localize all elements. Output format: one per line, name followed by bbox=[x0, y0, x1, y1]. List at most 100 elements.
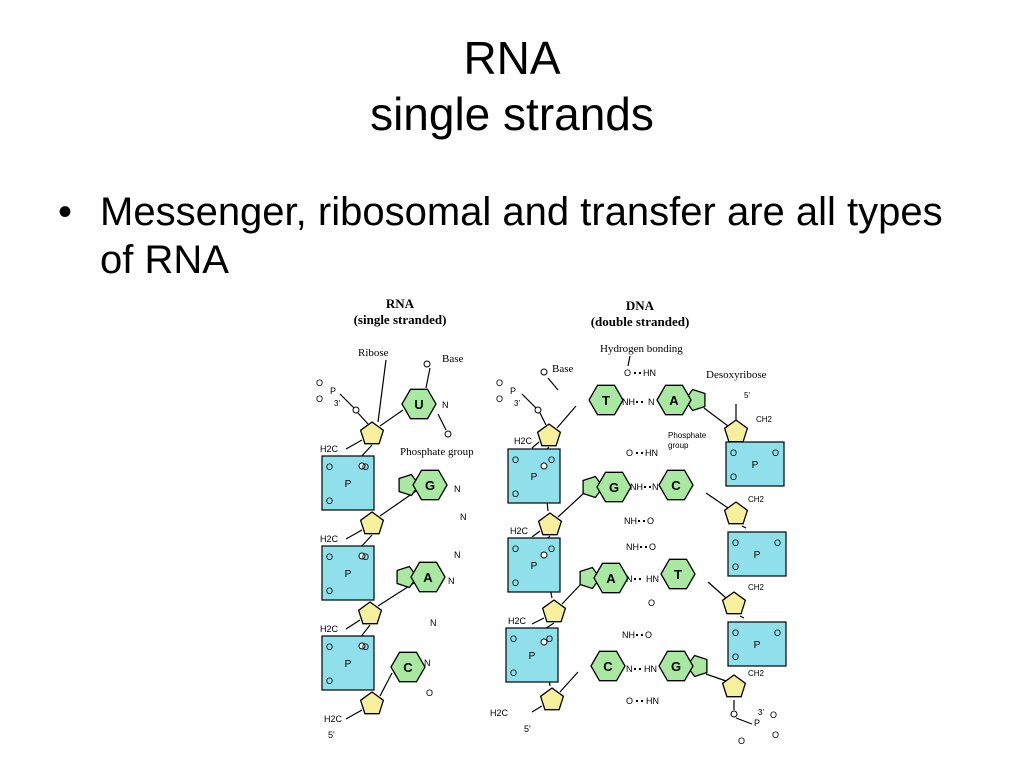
h2c-label: H2C bbox=[508, 616, 527, 626]
sugar-pentagon bbox=[536, 423, 562, 447]
nitrogen-symbol: N bbox=[460, 512, 467, 522]
bond-line bbox=[735, 717, 753, 725]
bond-line bbox=[437, 413, 447, 431]
bond-line bbox=[559, 671, 579, 693]
ch2-label: CH2 bbox=[748, 583, 765, 592]
bond-line bbox=[345, 619, 361, 630]
hn-label: HN bbox=[646, 574, 659, 584]
nitrogen-symbol: N bbox=[648, 397, 655, 407]
base-pentagon bbox=[396, 565, 418, 589]
oxygen-symbol: O bbox=[772, 448, 779, 458]
oxygen-symbol: O bbox=[326, 676, 333, 686]
oxygen-symbol: O bbox=[362, 552, 369, 562]
base-letter: T bbox=[674, 567, 682, 582]
oxygen-symbol: O bbox=[774, 538, 781, 548]
oxygen-symbol: O bbox=[732, 562, 739, 572]
h2c-label: H2C bbox=[320, 624, 339, 634]
oxygen-symbol: O bbox=[774, 628, 781, 638]
base-pentagon bbox=[684, 388, 706, 412]
oxygen-symbol: O bbox=[645, 630, 652, 640]
phosphorus-symbol: P bbox=[754, 718, 760, 728]
bond-line bbox=[539, 412, 547, 426]
five-prime-label: 5' bbox=[328, 730, 335, 740]
phosphate-box bbox=[727, 531, 787, 577]
phosphorus-symbol: P bbox=[752, 460, 759, 471]
phosphorus-symbol: P bbox=[529, 651, 536, 662]
bond-line bbox=[627, 355, 631, 367]
rna-heading: RNA bbox=[386, 296, 415, 311]
sugar-pentagon bbox=[359, 421, 385, 445]
bond-line bbox=[531, 441, 540, 449]
oxygen-symbol: O bbox=[316, 394, 323, 404]
five-prime-label: 5' bbox=[524, 724, 531, 734]
h2c-label: H2C bbox=[324, 714, 343, 724]
bond-line bbox=[425, 367, 431, 389]
base-hexagon bbox=[588, 384, 624, 416]
phosphate-box bbox=[505, 627, 559, 683]
bond-line bbox=[547, 377, 559, 391]
rna-subheading: (single stranded) bbox=[354, 312, 447, 327]
oxygen-atom bbox=[540, 368, 548, 376]
phosphorus-symbol: P bbox=[345, 479, 352, 490]
bond-line bbox=[339, 393, 355, 409]
bond-line bbox=[703, 407, 729, 427]
phosphorus-symbol: P bbox=[510, 386, 516, 396]
bond-line bbox=[521, 393, 537, 409]
h2c-label: H2C bbox=[490, 708, 509, 718]
phosphate-box bbox=[507, 448, 561, 504]
bond-line bbox=[705, 492, 729, 509]
oxygen-symbol: O bbox=[326, 586, 333, 596]
nitrogen-symbol: N bbox=[448, 576, 455, 586]
oxygen-symbol: O bbox=[362, 642, 369, 652]
oxygen-symbol: O bbox=[326, 552, 333, 562]
oxygen-atom bbox=[423, 360, 431, 368]
sugar-pentagon bbox=[539, 687, 565, 711]
base-hexagon bbox=[658, 650, 694, 682]
base-hexagon bbox=[410, 561, 446, 593]
nitrogen-symbol: N bbox=[626, 574, 633, 584]
base-hexagon bbox=[660, 558, 696, 590]
oxygen-symbol: O bbox=[326, 642, 333, 652]
oxygen-atom bbox=[358, 552, 366, 560]
oxygen-atom bbox=[352, 406, 360, 414]
base-letter: A bbox=[423, 570, 433, 585]
oxygen-atom bbox=[540, 551, 548, 559]
sugar-pentagon bbox=[721, 674, 747, 698]
oxygen-atom bbox=[534, 406, 542, 414]
base-hexagon bbox=[401, 388, 437, 420]
oxygen-symbol: O bbox=[732, 628, 739, 638]
nitrogen-symbol: N bbox=[454, 550, 461, 560]
oxygen-symbol: O bbox=[512, 489, 519, 499]
base-letter: C bbox=[403, 660, 413, 675]
desoxyribose-label: Desoxyribose bbox=[706, 369, 767, 381]
base-letter: G bbox=[671, 659, 681, 674]
oxygen-symbol: O bbox=[512, 578, 519, 588]
nh-label: NH bbox=[622, 630, 635, 640]
bond-line bbox=[741, 525, 747, 529]
bond-line bbox=[561, 583, 582, 605]
bond-line bbox=[379, 409, 404, 427]
phosphate-label-small: Phosphate bbox=[668, 431, 707, 440]
bond-line bbox=[531, 617, 545, 625]
title-line-1: RNA bbox=[463, 32, 561, 84]
base-letter: G bbox=[425, 478, 435, 493]
bond-line bbox=[705, 673, 727, 682]
base-hexagon bbox=[390, 651, 426, 683]
oxygen-atom bbox=[540, 638, 548, 646]
oxygen-symbol: O bbox=[626, 448, 633, 458]
base-hexagon bbox=[590, 650, 626, 682]
five-prime-label: 5' bbox=[744, 391, 750, 400]
base-letter: G bbox=[609, 480, 619, 495]
bond-line bbox=[707, 581, 727, 599]
phosphorus-symbol: P bbox=[345, 659, 352, 670]
bullet-item: Messenger, ribosomal and transfer are al… bbox=[58, 188, 978, 284]
oxygen-symbol: O bbox=[624, 368, 631, 378]
phosphorus-symbol: P bbox=[345, 569, 352, 580]
nitrogen-symbol: N bbox=[430, 618, 437, 628]
hn-label: HN bbox=[643, 368, 656, 378]
bond-line bbox=[345, 709, 363, 720]
phosphorus-symbol: P bbox=[754, 550, 761, 561]
dna-subheading: (double stranded) bbox=[591, 314, 690, 329]
base-letter: C bbox=[603, 659, 613, 674]
oxygen-symbol: O bbox=[730, 472, 737, 482]
